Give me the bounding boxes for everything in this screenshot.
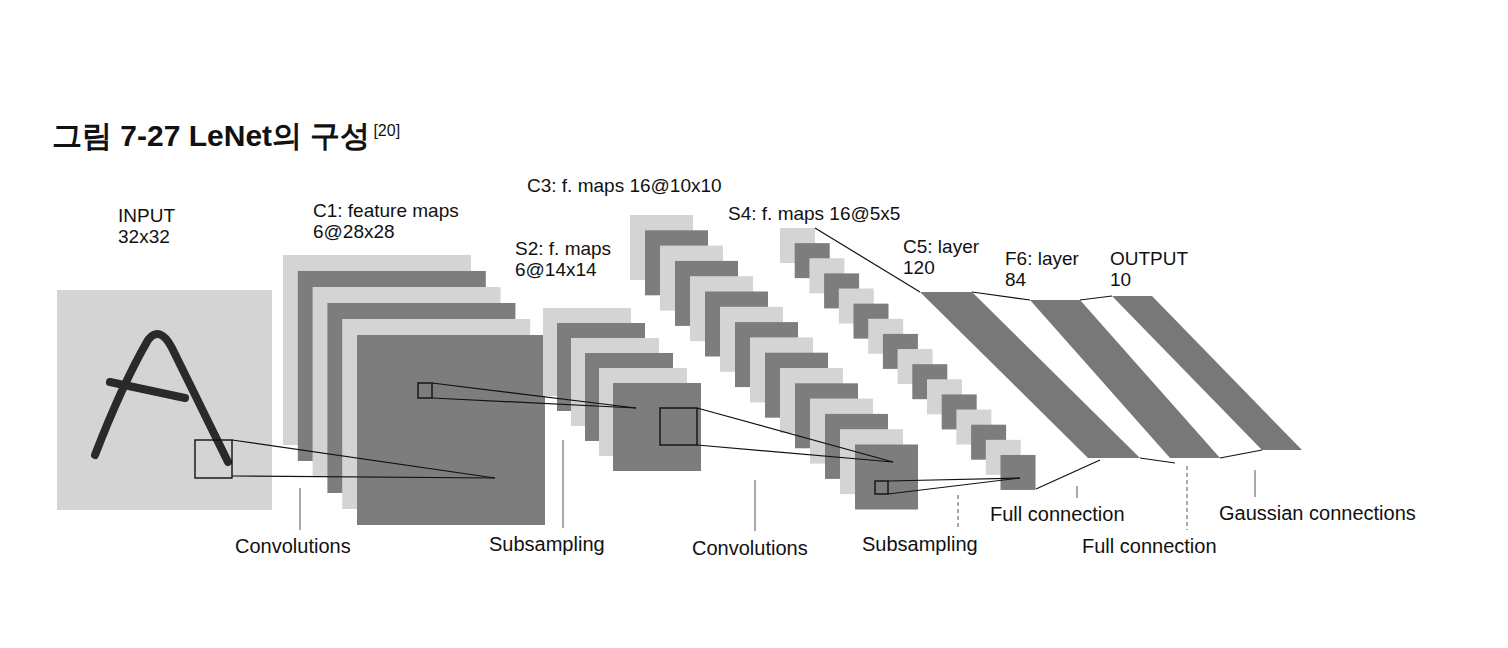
layer-band [1112, 296, 1302, 450]
receptive-field [875, 481, 888, 494]
leader-tick [958, 495, 959, 528]
layer-heading: F6: layer 84 [1005, 248, 1093, 290]
receptive-fields [195, 383, 888, 494]
layer-shape [1030, 300, 1220, 458]
leader-tick [755, 480, 756, 531]
leader-tick [1077, 486, 1078, 498]
layer-heading: C5: layer 120 [903, 236, 995, 278]
layer-box: S4: f. maps 16@5x5 [728, 203, 1036, 490]
projection-connector [1080, 296, 1112, 300]
letter-stroke [95, 334, 228, 462]
layer-heading: C1: feature maps 6@28x28 [313, 200, 493, 242]
layer-band [1030, 300, 1220, 458]
layer-box: INPUT 32x32 [57, 205, 272, 510]
layer-box: C1: feature maps 6@28x28 [283, 200, 545, 525]
feature-map [1001, 455, 1036, 490]
operation-label: Convolutions [690, 537, 810, 559]
reference-number: [20] [373, 122, 400, 140]
figure-title: 그림 7-27 LeNet의 구성 [52, 118, 370, 154]
receptive-field [195, 440, 232, 478]
projection-connector [972, 292, 1030, 300]
operation-label: Convolutions [233, 535, 353, 557]
projection-lines [232, 398, 1262, 494]
layer-shape [283, 255, 545, 525]
layer-box: C3: f. maps 16@10x10 [527, 175, 918, 510]
layer-shape [1112, 296, 1302, 450]
operation-label: Subsampling [487, 533, 607, 555]
projection-connector [697, 408, 893, 462]
projection-connector [432, 383, 636, 408]
layer-heading: INPUT 32x32 [118, 205, 190, 247]
operation-label: Full connection [988, 503, 1127, 525]
operation-label: Gaussian connections [1217, 502, 1418, 524]
leader-tick [1255, 470, 1256, 497]
connection-line [1140, 458, 1175, 463]
projection-line [432, 398, 636, 408]
layer-heading: S4: f. maps 16@5x5 [728, 203, 900, 224]
leader-tick [1187, 466, 1188, 530]
receptive-field [660, 408, 697, 445]
connection-line [1036, 460, 1100, 489]
projection-line [888, 478, 1020, 494]
layer-box: OUTPUT 10 [1110, 248, 1302, 450]
layer-box: S2: f. maps 6@14x14 [515, 238, 701, 471]
handwritten-letter [95, 334, 228, 462]
feature-map [613, 383, 701, 471]
layer-heading: S2: f. maps 6@14x14 [515, 238, 630, 280]
input-image [57, 290, 272, 510]
receptive-field [418, 383, 432, 398]
operation-label: Subsampling [860, 533, 980, 555]
projection-connector [888, 478, 1020, 481]
leader-tick [300, 488, 301, 530]
leader-tick [563, 440, 564, 528]
layer-heading: C3: f. maps 16@10x10 [527, 175, 722, 196]
projection-connector [232, 440, 495, 478]
connection-line [1220, 450, 1262, 458]
layer-heading: OUTPUT 10 [1110, 248, 1202, 290]
feature-map [357, 335, 545, 525]
layer-shape [630, 215, 918, 510]
layer-shape [543, 308, 701, 471]
leader-ticks [300, 440, 1255, 531]
projection-line [232, 476, 495, 478]
layer-shape [57, 290, 272, 510]
letter-crossbar [110, 382, 185, 398]
operation-label: Full connection [1080, 535, 1219, 557]
